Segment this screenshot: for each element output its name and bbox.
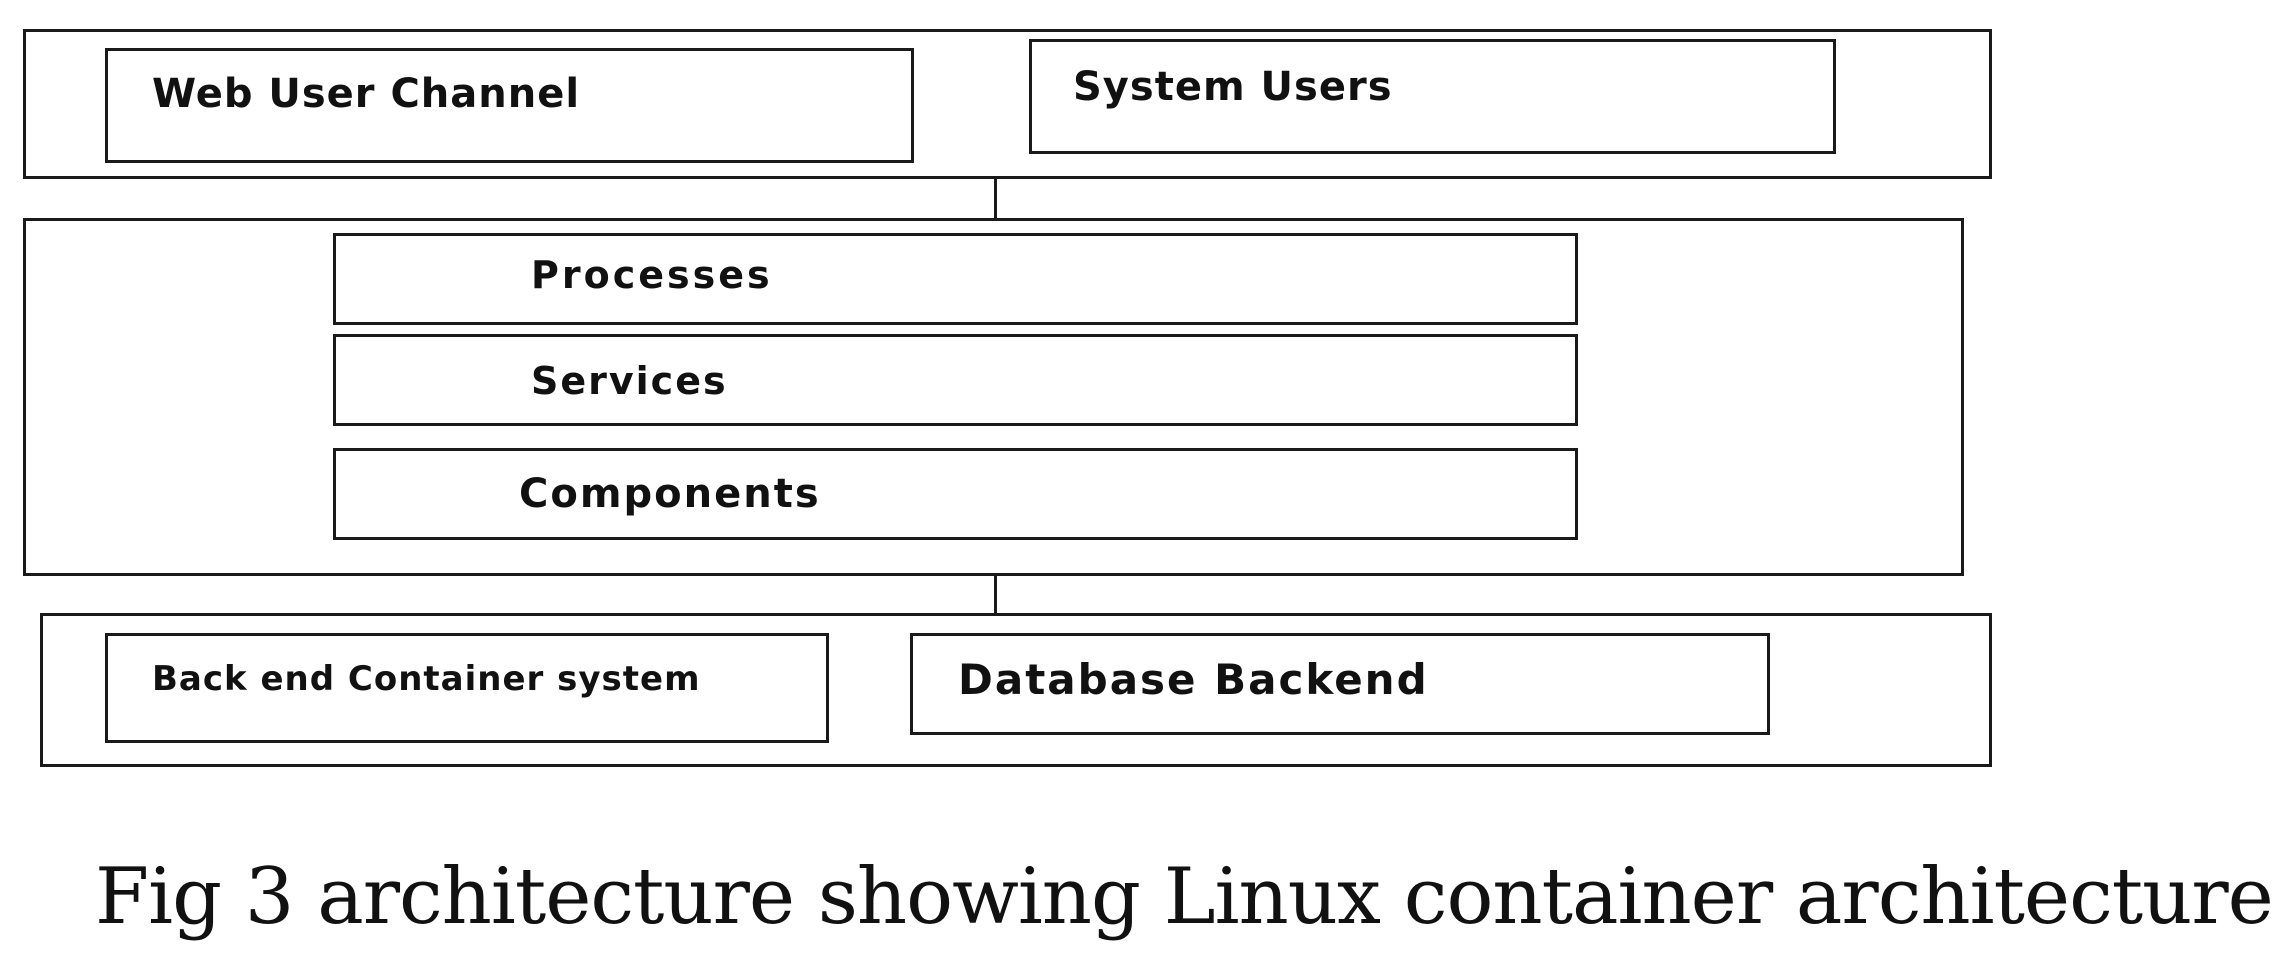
components-label: Components <box>519 471 821 517</box>
services-box <box>333 334 1578 426</box>
system-users-box <box>1029 39 1836 154</box>
components-box <box>333 448 1578 540</box>
backend-container-system-label: Back end Container system <box>152 659 701 699</box>
database-backend-label: Database Backend <box>958 655 1429 704</box>
connector-middle-bottom <box>994 576 997 615</box>
processes-label: Processes <box>531 253 773 297</box>
backend-container-system-box <box>105 633 829 743</box>
web-user-channel-label: Web User Channel <box>152 71 581 117</box>
web-user-channel-box <box>105 48 914 163</box>
system-users-label: System Users <box>1073 64 1393 110</box>
services-label: Services <box>531 359 728 403</box>
processes-box <box>333 233 1578 325</box>
connector-top-middle <box>994 179 997 220</box>
database-backend-box <box>910 633 1770 735</box>
figure-caption: Fig 3 architecture showing Linux contain… <box>95 852 2273 942</box>
